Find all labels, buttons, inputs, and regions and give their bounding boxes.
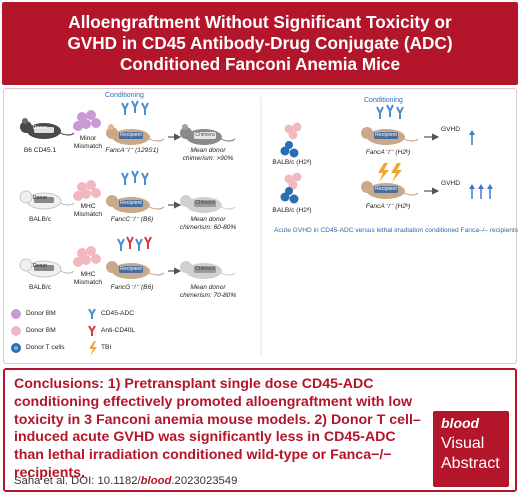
recipient-tag: Recipient <box>120 200 142 206</box>
chimera-mouse-icon <box>180 195 236 213</box>
pictograms <box>11 97 493 357</box>
donor-t-cell-icon <box>280 187 299 204</box>
recipient-tag: Recipient <box>120 132 142 138</box>
donor-strain-label: B6 CD45.1 <box>23 147 57 154</box>
legend-donor-t-cell-icon <box>11 343 21 353</box>
conditioning-label-left: Conditioning <box>105 92 144 99</box>
donor-t-cell-icon <box>280 141 299 158</box>
title-line-3: Conditioned Fanconi Anemia Mice <box>119 54 401 74</box>
legend-donor-bm-icon <box>11 309 21 319</box>
chimera-tag: Chimera <box>195 266 215 272</box>
gvhd-up-arrowhead-icon <box>469 184 475 189</box>
legend-label: Donor BM <box>26 327 56 334</box>
gvhd-label: GVHD <box>441 126 461 133</box>
legend-tbi-icon <box>89 341 97 356</box>
conclusions-text: Conclusions: 1) Pretransplant single dos… <box>14 376 421 481</box>
donor-mouse-icon <box>19 258 75 278</box>
donor-strain-label: BALB/c <box>29 216 51 223</box>
outcome-label: Mean donor <box>190 284 226 291</box>
gvhd-up-arrowhead-icon <box>469 130 475 135</box>
donor-strain-label: BALB/c <box>29 284 51 291</box>
gvhd-arrow-group <box>469 184 493 199</box>
recipient-genotype: FancA⁻/⁻ (H2ᵇ) <box>365 149 411 156</box>
legend-label: CD45-ADC <box>101 310 134 317</box>
recipient-genotype: FancC⁻/⁻ (B6) <box>110 216 154 223</box>
right-panel-caption: Acute GVHD in CD45-ADC versus lethal irr… <box>274 227 519 234</box>
gvhd-label: GVHD <box>441 180 461 187</box>
title-line-2: GVHD in CD45 Antibody-Drug Conjugate (AD… <box>67 33 453 53</box>
citation: Saha et al. DOI: 10.1182/blood.202302354… <box>14 475 237 487</box>
donor-strain-label: BALB/c (H2ᵈ) <box>272 207 312 214</box>
cd45-adc-antibody-icon <box>376 104 404 119</box>
donor-bm-pink-cells-icon <box>284 122 302 140</box>
outcome-label: Mean donor <box>190 216 226 223</box>
title-banner: Alloengraftment Without Significant Toxi… <box>2 2 518 85</box>
legend-label: Donor BM <box>26 310 56 317</box>
anti-cd40l-antibody-icon <box>126 236 152 249</box>
cd45-adc-antibody-icon <box>121 170 149 185</box>
outcome-label: chimerism: 60-80% <box>179 224 237 231</box>
recipient-genotype: FancG⁻/⁻ (B6) <box>110 284 154 291</box>
outcome-label: chimerism: >90% <box>182 155 234 162</box>
citation-prefix: Saha et al. DOI: 10.1182/ <box>14 475 141 487</box>
outcome-label: Mean donor <box>190 147 226 154</box>
mismatch-label: Mismatch <box>73 279 103 286</box>
citation-journal: blood <box>140 475 172 487</box>
visual-abstract-badge: blood Visual Abstract <box>433 411 509 487</box>
figure-panel: Conditioning Donor B6 CD45.1 Minor Misma… <box>3 88 519 364</box>
legend-label: Anti-CD40L <box>101 327 136 334</box>
chimera-mouse-icon <box>180 261 236 279</box>
tbi-lightning-icon <box>378 163 402 182</box>
donor-tag: Donor <box>32 263 48 269</box>
legend-label: TBI <box>101 344 112 351</box>
mismatch-label: Minor <box>79 135 97 142</box>
donor-tag: Donor <box>32 195 48 201</box>
donor-strain-label: BALB/c (H2ᵈ) <box>272 159 312 166</box>
citation-suffix: .2023023549 <box>171 475 238 487</box>
gvhd-arrow-group <box>469 130 475 145</box>
gvhd-up-arrowhead-icon <box>487 184 493 189</box>
recipient-tag: Recipient <box>375 132 397 138</box>
legend-donor-bm-pink-icon <box>11 326 21 336</box>
recipient-mouse-icon <box>361 181 419 199</box>
recipient-mouse-icon <box>106 195 165 213</box>
donor-tag: Donor <box>32 125 48 131</box>
mismatch-label: Mismatch <box>73 143 103 150</box>
recipient-mouse-icon <box>106 124 165 145</box>
legend-anti-cd40l-icon <box>88 325 96 336</box>
donor-bm-pink-cells-icon <box>73 246 101 267</box>
donor-bm-pink-cells-icon <box>284 172 302 190</box>
title-line-1: Alloengraftment Without Significant Toxi… <box>68 12 452 32</box>
cd45-adc-antibody-icon <box>117 238 143 251</box>
conclusions-box: Conclusions: 1) Pretransplant single dos… <box>3 368 517 492</box>
badge-line-1: Visual <box>441 435 485 452</box>
recipient-genotype: FancA⁻/⁻ (H2ᵇ) <box>365 203 411 210</box>
mismatch-label: Mismatch <box>73 211 103 218</box>
donor-bm-pink-cells-icon <box>73 180 101 201</box>
mismatch-label: MHC <box>80 203 96 210</box>
donor-mouse-icon <box>20 118 75 139</box>
chimera-mouse-icon <box>180 124 236 145</box>
outcome-label: chimerism: 70-80% <box>179 292 237 299</box>
blood-logo: blood <box>441 415 480 431</box>
mismatch-label: MHC <box>80 271 96 278</box>
recipient-genotype: FancA⁻/⁻ (129S1) <box>105 147 159 154</box>
cd45-adc-antibody-icon <box>121 100 149 115</box>
recipient-mouse-icon <box>106 261 165 279</box>
donor-mouse-icon <box>19 190 75 210</box>
legend-label: Donor T cells <box>26 344 65 351</box>
chimera-tag: Chimera <box>195 132 215 138</box>
badge-line-2: Abstract <box>441 455 500 472</box>
chimera-tag: Chimera <box>195 200 215 206</box>
conditioning-label-right: Conditioning <box>364 97 403 104</box>
gvhd-up-arrowhead-icon <box>478 184 484 189</box>
donor-bm-cells-icon <box>73 110 101 131</box>
recipient-tag: Recipient <box>375 186 397 192</box>
recipient-mouse-icon <box>361 127 419 145</box>
recipient-tag: Recipient <box>120 266 142 272</box>
legend-cd45-adc-icon <box>88 308 96 319</box>
